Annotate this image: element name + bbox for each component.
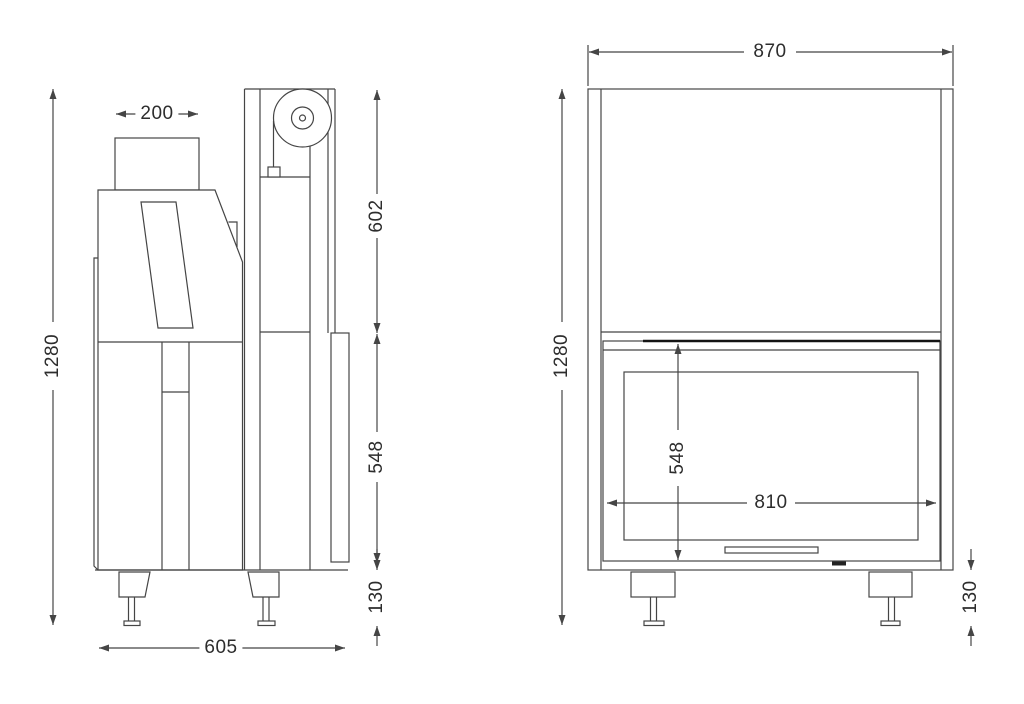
side-front-foot-screw (127, 597, 136, 621)
dim-label-side-upper-height: 602 (366, 194, 387, 238)
front-left-foot-plate (643, 620, 665, 627)
side-front-foot-plate (123, 620, 141, 627)
front-door (602, 339, 941, 566)
front-right-foot-screw (887, 597, 896, 621)
front-handle-slot (724, 546, 819, 554)
side-body-outline (97, 189, 244, 571)
side-door-edge-flag (228, 221, 238, 247)
column-verticals (243, 89, 311, 570)
side-rear-column (243, 88, 336, 570)
dim-label-side-overall-height: 1280 (42, 328, 63, 384)
front-door-glass (623, 371, 919, 541)
side-rear-foot-screw (262, 597, 270, 621)
pulley-axle (298, 114, 307, 122)
front-left-foot-screw (649, 597, 658, 621)
cable-anchor-block (267, 166, 281, 178)
dim-label-front-door-height: 548 (667, 436, 688, 480)
front-door-latch (832, 561, 846, 566)
front-left-leg (630, 571, 676, 598)
front-right-foot-plate (880, 620, 901, 627)
front-legs (630, 571, 913, 627)
front-side-walls (600, 89, 942, 570)
side-back-heat-shield (330, 332, 350, 563)
side-back-offset-line (93, 257, 99, 571)
side-flue-stub (114, 137, 200, 191)
dim-label-front-feet-height: 130 (960, 575, 981, 619)
front-cabinet (587, 88, 954, 571)
dim-label-front-width: 870 (748, 42, 792, 62)
dim-label-side-depth: 605 (199, 638, 243, 658)
dim-label-side-flue-width: 200 (135, 104, 179, 124)
dim-label-side-lower-height: 548 (366, 435, 387, 479)
side-rear-leg (247, 571, 280, 598)
front-right-leg (868, 571, 913, 598)
dim-label-front-overall-height: 1280 (551, 328, 572, 384)
side-view (49, 88, 381, 652)
counterweight-channel-lines (260, 176, 310, 333)
front-dimension-lines (558, 45, 975, 646)
side-inner-strip (161, 342, 190, 570)
front-view (558, 45, 975, 646)
side-front-leg (118, 571, 151, 598)
side-rear-foot-plate (257, 620, 276, 627)
dim-label-front-door-width: 810 (749, 493, 793, 513)
front-outer-box (587, 88, 954, 571)
side-glass-window (140, 201, 194, 329)
dim-label-side-feet-height: 130 (366, 575, 387, 619)
side-pulley-assembly (267, 88, 333, 178)
side-body (93, 189, 244, 571)
side-legs (118, 571, 280, 627)
front-width-extension-lines (587, 45, 954, 86)
